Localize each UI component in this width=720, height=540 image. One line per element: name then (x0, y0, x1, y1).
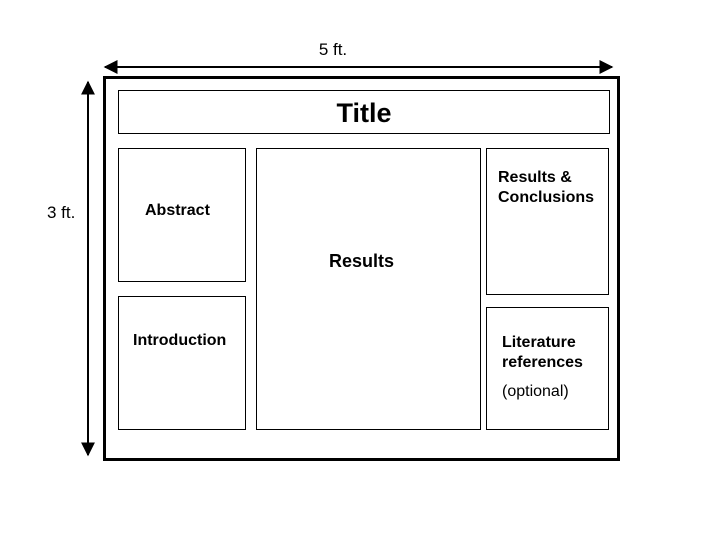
height-dimension-label: 3 ft. (47, 203, 76, 222)
abstract-label: Abstract (145, 202, 210, 219)
conclusions-label-line1: Results & (498, 169, 572, 186)
poster-outline (103, 76, 620, 461)
references-section: Literature references (optional) (486, 307, 609, 430)
introduction-label: Introduction (133, 332, 227, 349)
width-dimension-label: 5 ft. (318, 40, 348, 59)
conclusions-label: Results & Conclusions (498, 168, 594, 208)
results-label: Results (329, 251, 395, 271)
conclusions-label-line2: Conclusions (498, 189, 595, 206)
references-label-line1: Literature (502, 334, 576, 351)
conclusions-section: Results & Conclusions (486, 148, 609, 295)
references-optional-note: (optional) (502, 383, 569, 400)
references-label: Literature references (502, 333, 583, 373)
introduction-section: Introduction (118, 296, 246, 430)
abstract-section: Abstract (118, 148, 246, 282)
references-label-line2: references (502, 354, 583, 371)
title-label: Title (336, 98, 392, 128)
results-section: Results (256, 148, 481, 430)
title-section: Title (118, 90, 610, 134)
